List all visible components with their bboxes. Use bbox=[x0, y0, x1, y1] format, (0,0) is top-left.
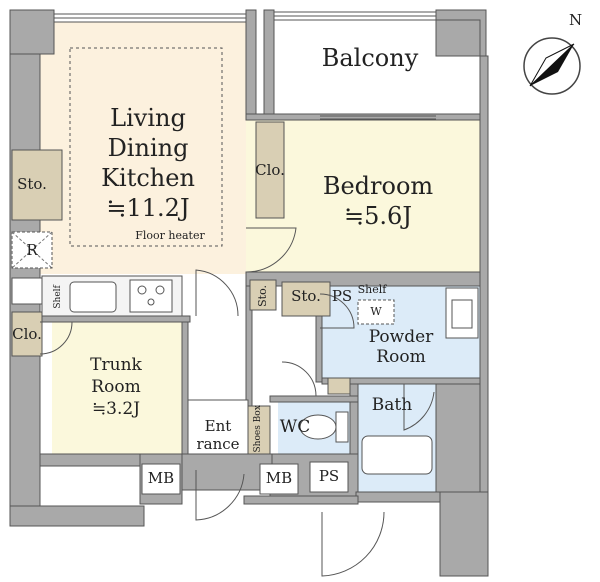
entrance-label-line2: rance bbox=[196, 435, 240, 453]
entrance-label-line1: Ent bbox=[204, 417, 232, 435]
balcony-label: Balcony bbox=[321, 44, 419, 72]
ps-bottom-label: PS bbox=[318, 467, 340, 485]
storage-boxes bbox=[11, 121, 351, 395]
utility-boxes bbox=[141, 461, 349, 495]
mb-left-label: MB bbox=[147, 469, 175, 487]
ldk-label-line2: Dining bbox=[107, 134, 189, 162]
shoes-box-label: Shoes Box bbox=[253, 405, 264, 453]
doors bbox=[39, 227, 435, 577]
washer-label: W bbox=[370, 305, 382, 318]
ldk-label-line1: Living bbox=[110, 104, 186, 132]
storage-center2-label: Sto. bbox=[256, 285, 270, 307]
powder-room-label-line1: Powder bbox=[368, 327, 434, 347]
storage-left-label: Sto. bbox=[17, 175, 47, 193]
bedroom-closet-label: Clo. bbox=[255, 161, 285, 179]
bedroom-area: ≒5.6J bbox=[344, 202, 412, 230]
wc-label: WC bbox=[279, 417, 311, 437]
powder-room-label-line2: Room bbox=[376, 347, 426, 367]
bathtub bbox=[361, 435, 433, 475]
trunk-room-label-line2: Room bbox=[91, 377, 141, 397]
left-closet-label: Clo. bbox=[12, 325, 42, 343]
compass-icon bbox=[523, 37, 581, 95]
ldk-label-line3: Kitchen bbox=[101, 164, 195, 192]
ps-top-label: PS bbox=[331, 287, 353, 305]
floor-heater-label: Floor heater bbox=[135, 229, 205, 242]
trunk-room-label-line1: Trunk bbox=[90, 355, 142, 375]
kitchen-shelf-label: Shelf bbox=[53, 285, 64, 309]
refrigerator-label: R bbox=[26, 241, 38, 259]
bath-label: Bath bbox=[371, 395, 413, 415]
trunk-room-area: ≒3.2J bbox=[91, 399, 141, 419]
balcony-floor bbox=[274, 22, 436, 114]
storage-center-label: Sto. bbox=[291, 287, 321, 305]
toilet bbox=[299, 411, 349, 443]
mb-right-label: MB bbox=[265, 469, 293, 487]
bedroom-floor bbox=[294, 120, 480, 272]
compass-north-label: N bbox=[569, 11, 583, 29]
powder-shelf-label: Shelf bbox=[357, 283, 387, 296]
trunk-floor bbox=[52, 322, 182, 454]
kitchen-counter bbox=[11, 275, 183, 317]
bedroom-label: Bedroom bbox=[322, 172, 434, 200]
windows bbox=[54, 11, 481, 276]
washbasin bbox=[357, 287, 479, 339]
floor-heater-zone bbox=[69, 47, 223, 247]
ldk-floor bbox=[40, 22, 246, 274]
entrance-floor bbox=[187, 399, 249, 455]
ldk-area: ≒11.2J bbox=[106, 194, 190, 222]
balcony-outline bbox=[273, 19, 481, 115]
